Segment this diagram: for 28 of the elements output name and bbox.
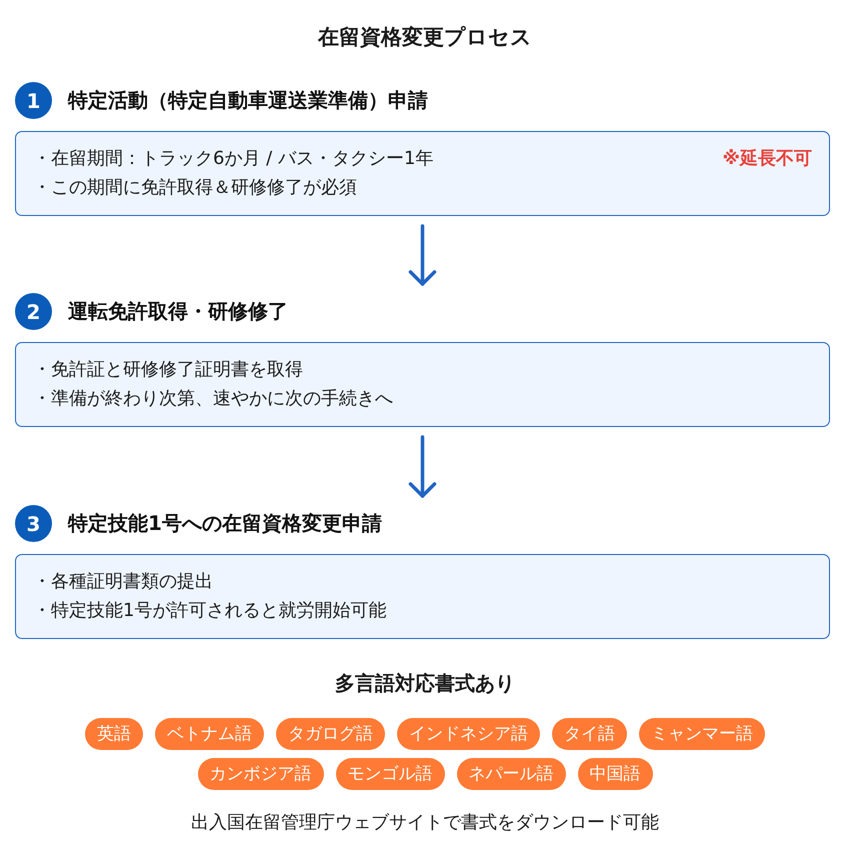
language-tag: ミャンマー語 [639,718,765,750]
step-heading: 特定活動（特定自動車運送業準備）申請 [68,87,428,114]
footnote-text: 出入国在留管理庁ウェブサイトで書式をダウンロード可能 [191,811,659,835]
bullet-text: ・在留期間：トラック6か月 / バス・タクシー1年 [33,147,434,171]
language-tag: インドネシア語 [397,718,540,750]
language-tag: 英語 [85,718,143,750]
language-tag: ベトナム語 [155,718,264,750]
step-number: 2 [15,293,52,330]
language-tag: 中国語 [578,758,652,790]
language-tag: ネパール語 [456,758,566,790]
language-tag: モンゴル語 [336,758,444,790]
bullet-text: ・準備が終わり次第、速やかに次の手続きへ [33,387,393,411]
arrow [408,435,436,498]
bullet-text: ・各種証明書類の提出 [33,570,213,594]
language-tag: タイ語 [552,718,627,750]
step-number: 1 [15,82,52,119]
section-heading: 多言語対応書式あり [335,670,515,697]
step-number: 3 [15,505,52,542]
bullet-text: ・特定技能1号が許可されると就労開始可能 [33,599,386,623]
step-heading: 特定技能1号への在留資格変更申請 [68,510,382,537]
arrow [408,224,436,286]
bullet-text: ・免許証と研修修了証明書を取得 [33,358,303,382]
step-heading: 運転免許取得・研修修了 [68,298,288,325]
bullet-text: ・この期間に免許取得＆研修修了が必須 [33,176,357,200]
diagram-title: 在留資格変更プロセス [318,24,532,51]
warning-note: ※延長不可 [722,147,812,171]
language-tag: タガログ語 [276,718,385,750]
language-tag: カンボジア語 [198,758,324,790]
